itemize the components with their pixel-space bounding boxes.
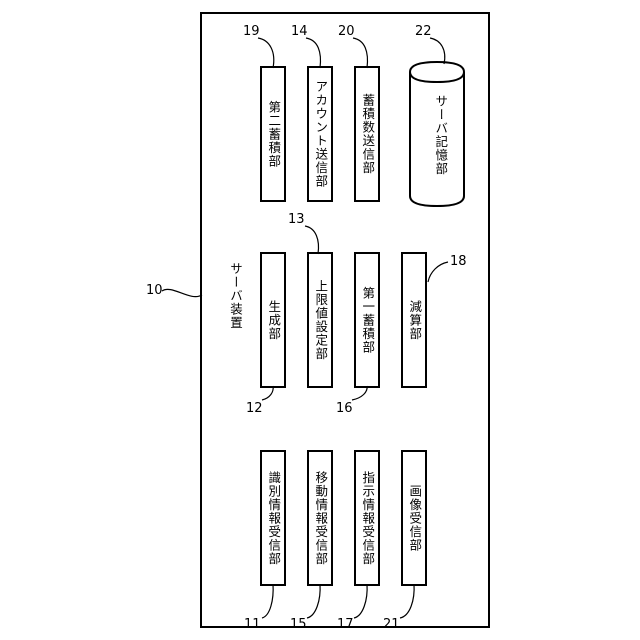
ref-second-storage-unit: 19 [243,25,260,38]
leader-20 [353,38,367,68]
leader-19 [258,38,274,68]
ref-identification-info-reception-unit: 11 [244,618,261,631]
ref-movement-info-reception-unit: 15 [290,618,307,631]
leader-18 [428,262,448,282]
leader-22 [430,38,445,64]
ref-generation-unit: 12 [246,402,263,415]
ref-account-transmission-unit: 14 [291,25,308,38]
ref-subtraction-unit: 18 [450,255,467,268]
ref-instruction-info-reception-unit: 17 [337,618,354,631]
leader-13 [305,226,318,254]
ref-upper-limit-setting-unit: 13 [288,213,305,226]
leader-15 [307,584,320,618]
ref-image-reception-unit: 21 [383,618,400,631]
leader-17 [354,584,367,618]
leader-16 [352,386,367,400]
ref-storage-count-transmission-unit: 20 [338,25,355,38]
leader-21 [400,584,414,618]
leader-11 [262,584,273,618]
ref-system: 10 [146,284,163,297]
ref-first-storage-unit: 16 [336,402,353,415]
leader-12 [262,386,273,400]
leader-10 [162,289,202,296]
ref-server-storage: 22 [415,25,432,38]
leader-14 [306,38,320,68]
